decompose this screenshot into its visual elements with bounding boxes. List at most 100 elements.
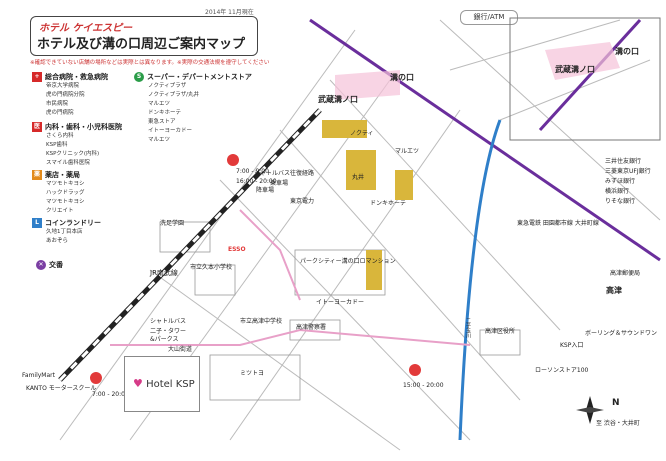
bus-time-evening: 16:00 - 20:00: [236, 178, 277, 185]
futako-line: [458, 119, 502, 441]
inset-frame: [509, 17, 661, 141]
legend-item: 帝京大学病院: [46, 83, 80, 89]
disclaimer-note: ※確認できていない店舗の場所などは実際とは異なります。※実際の交通法規を遵守して…: [30, 60, 270, 66]
date-label: 2014年 11月現在: [205, 9, 254, 16]
legend-item: 虎の門病院分院: [46, 92, 85, 98]
supermarket-icon: S: [134, 72, 144, 82]
legend-hospital: +総合病院・救急病院 帝京大学病院 虎の門病院分院 市民病院 虎の門病院: [32, 72, 108, 118]
post-office-label: 高津郵便局: [610, 270, 641, 277]
legend-item: ノクティプラザ: [148, 83, 187, 89]
parks-label: &パークス: [150, 336, 179, 343]
takatsu-label: 高津: [606, 286, 622, 295]
bank-5: りそな銀行: [605, 198, 636, 205]
legend-item: マルエツ: [148, 137, 171, 143]
bank-4: 横浜銀行: [605, 188, 630, 195]
bank-1: 三井住友銀行: [605, 158, 642, 165]
bus-stop-icons: [90, 154, 421, 384]
legend-item: 久地1丁目本店: [46, 229, 83, 235]
legend-supermarket-title: スーパー・デパートメントストア: [147, 73, 252, 81]
legend-pharmacy-title: 薬店・薬局: [45, 171, 80, 179]
senzoku-label: 洗足学園: [160, 220, 185, 227]
legend-item: ドンキホーテ: [148, 110, 182, 116]
legend-item: KSPクリニック(内科): [46, 151, 100, 157]
legend-item: 東急ストア: [148, 119, 176, 125]
legend-item: KSP歯科: [46, 142, 68, 148]
legend-item: スマイル歯科医院: [46, 160, 90, 166]
heart-icon: ♥: [133, 377, 143, 390]
shuttle-route-label: シャトルバス往復経路: [254, 170, 315, 177]
legend-item: イトーヨーカドー: [148, 128, 193, 134]
futako-tower-label: 二子・タワー: [150, 328, 187, 335]
pharmacy-icon: 薬: [32, 170, 42, 180]
lawson-label: ローソンストア100: [535, 367, 589, 374]
takatsu-jhs-label: 市立高津中学校: [240, 318, 283, 325]
police-station-label: 高津警察署: [296, 324, 327, 331]
title-box: ホテル ケイエスピー ホテル及び溝の口周辺ご案内マップ: [30, 16, 258, 56]
legend-clinic-title: 内科・歯科・小児科医院: [45, 123, 122, 131]
mitutoyo-label: ミツトヨ: [240, 370, 265, 377]
legend-item: ノクティプラザ/丸井: [148, 92, 200, 98]
nocty-label: ノクティ: [350, 130, 374, 137]
legend-item: さくら内科: [46, 133, 74, 139]
inset-station-mizonokuchi: 溝の口: [615, 47, 639, 56]
compass-icon: [576, 396, 604, 424]
legend-item: マツモトキヨシ: [46, 181, 85, 187]
hotel-name-text: Hotel KSP: [146, 379, 195, 390]
ksp-entrance-label: KSP入口: [560, 342, 584, 349]
station-area: [335, 70, 400, 100]
legend-item: クリエイト: [46, 208, 74, 214]
jr-nambu-line: [58, 108, 322, 382]
jr-nambu-label: JR南武線: [150, 269, 178, 277]
station-mizonokuchi: 溝の口: [390, 73, 414, 82]
bank-2: 三菱東京UFJ銀行: [605, 168, 651, 175]
clinic-icon: 医: [32, 122, 42, 132]
legend-police: ✕交番: [36, 260, 63, 270]
ward-office-label: 高津区役所: [485, 328, 516, 335]
hospital-icon: +: [32, 72, 42, 82]
boarding-label: 乗車場: [270, 180, 289, 187]
police-icon: ✕: [36, 260, 46, 270]
marui-label: 丸井: [352, 174, 365, 181]
page-title: ホテル及び溝の口周辺ご案内マップ: [37, 37, 246, 52]
hisamoto-school-label: 市立久本小学校: [190, 264, 233, 271]
hotel-label: ホテル ケイエスピー: [39, 23, 133, 34]
hotel-ksp-name: ♥ Hotel KSP: [133, 377, 195, 390]
legend-item: 市民病院: [46, 101, 69, 107]
hotel-ksp-box: ♥ Hotel KSP: [124, 356, 200, 412]
legend-item: ハックドラッグ: [46, 190, 85, 196]
tokyu-label: 東急電鉄 田園都市線 大井町線: [517, 220, 599, 227]
alighting-label: 降車場: [256, 187, 275, 194]
legend-item: マルエツ: [148, 101, 171, 107]
bus-time-bottom: 7:00 - 20:00: [92, 391, 129, 398]
legend-item: 虎の門病院: [46, 110, 74, 116]
bus-time-bottom2: 15:00 - 20:00: [403, 382, 444, 389]
park-city-label: パークシティー溝の口ロマンション: [300, 258, 396, 265]
tepco-label: 東京電力: [290, 198, 315, 205]
legend-item: あおぞら: [46, 238, 69, 244]
bank-3: みずほ銀行: [605, 178, 636, 185]
donki-label: ドンキホーテ: [370, 200, 407, 207]
north-label: N: [612, 398, 620, 408]
legend-pharmacy: 薬薬店・薬局 マツモトキヨシ ハックドラッグ マツモトキヨシ クリエイト: [32, 170, 85, 216]
bus-time-morning: 7:00 - 9:00: [236, 168, 269, 175]
esso-label: ESSO: [228, 246, 246, 253]
ito-yokado-label: イトーヨーカドー: [316, 299, 365, 306]
maruetsu-label: マルエツ: [395, 148, 420, 155]
legend-police-title: 交番: [49, 261, 63, 269]
direction-label: 至 渋谷・大井町: [596, 420, 640, 427]
legend-item: マツモトキヨシ: [46, 199, 85, 205]
laundry-icon: L: [32, 218, 42, 228]
oyama-label: 大山街道: [168, 346, 193, 353]
bowling-label: ボーリング＆サウンドワン: [585, 330, 658, 337]
familymart-label: FamilyMart: [22, 372, 55, 379]
legend-hospital-title: 総合病院・救急病院: [45, 73, 108, 81]
futako-label: 二子玉川: [465, 318, 471, 338]
legend-clinic: 医内科・歯科・小児科医院 さくら内科 KSP歯科 KSPクリニック(内科) スマ…: [32, 122, 122, 168]
station-musashi-mizonokuchi: 武蔵溝ノ口: [318, 95, 358, 104]
denentoshi-line: [309, 18, 661, 262]
legend-laundry-title: コインランドリー: [45, 219, 101, 227]
